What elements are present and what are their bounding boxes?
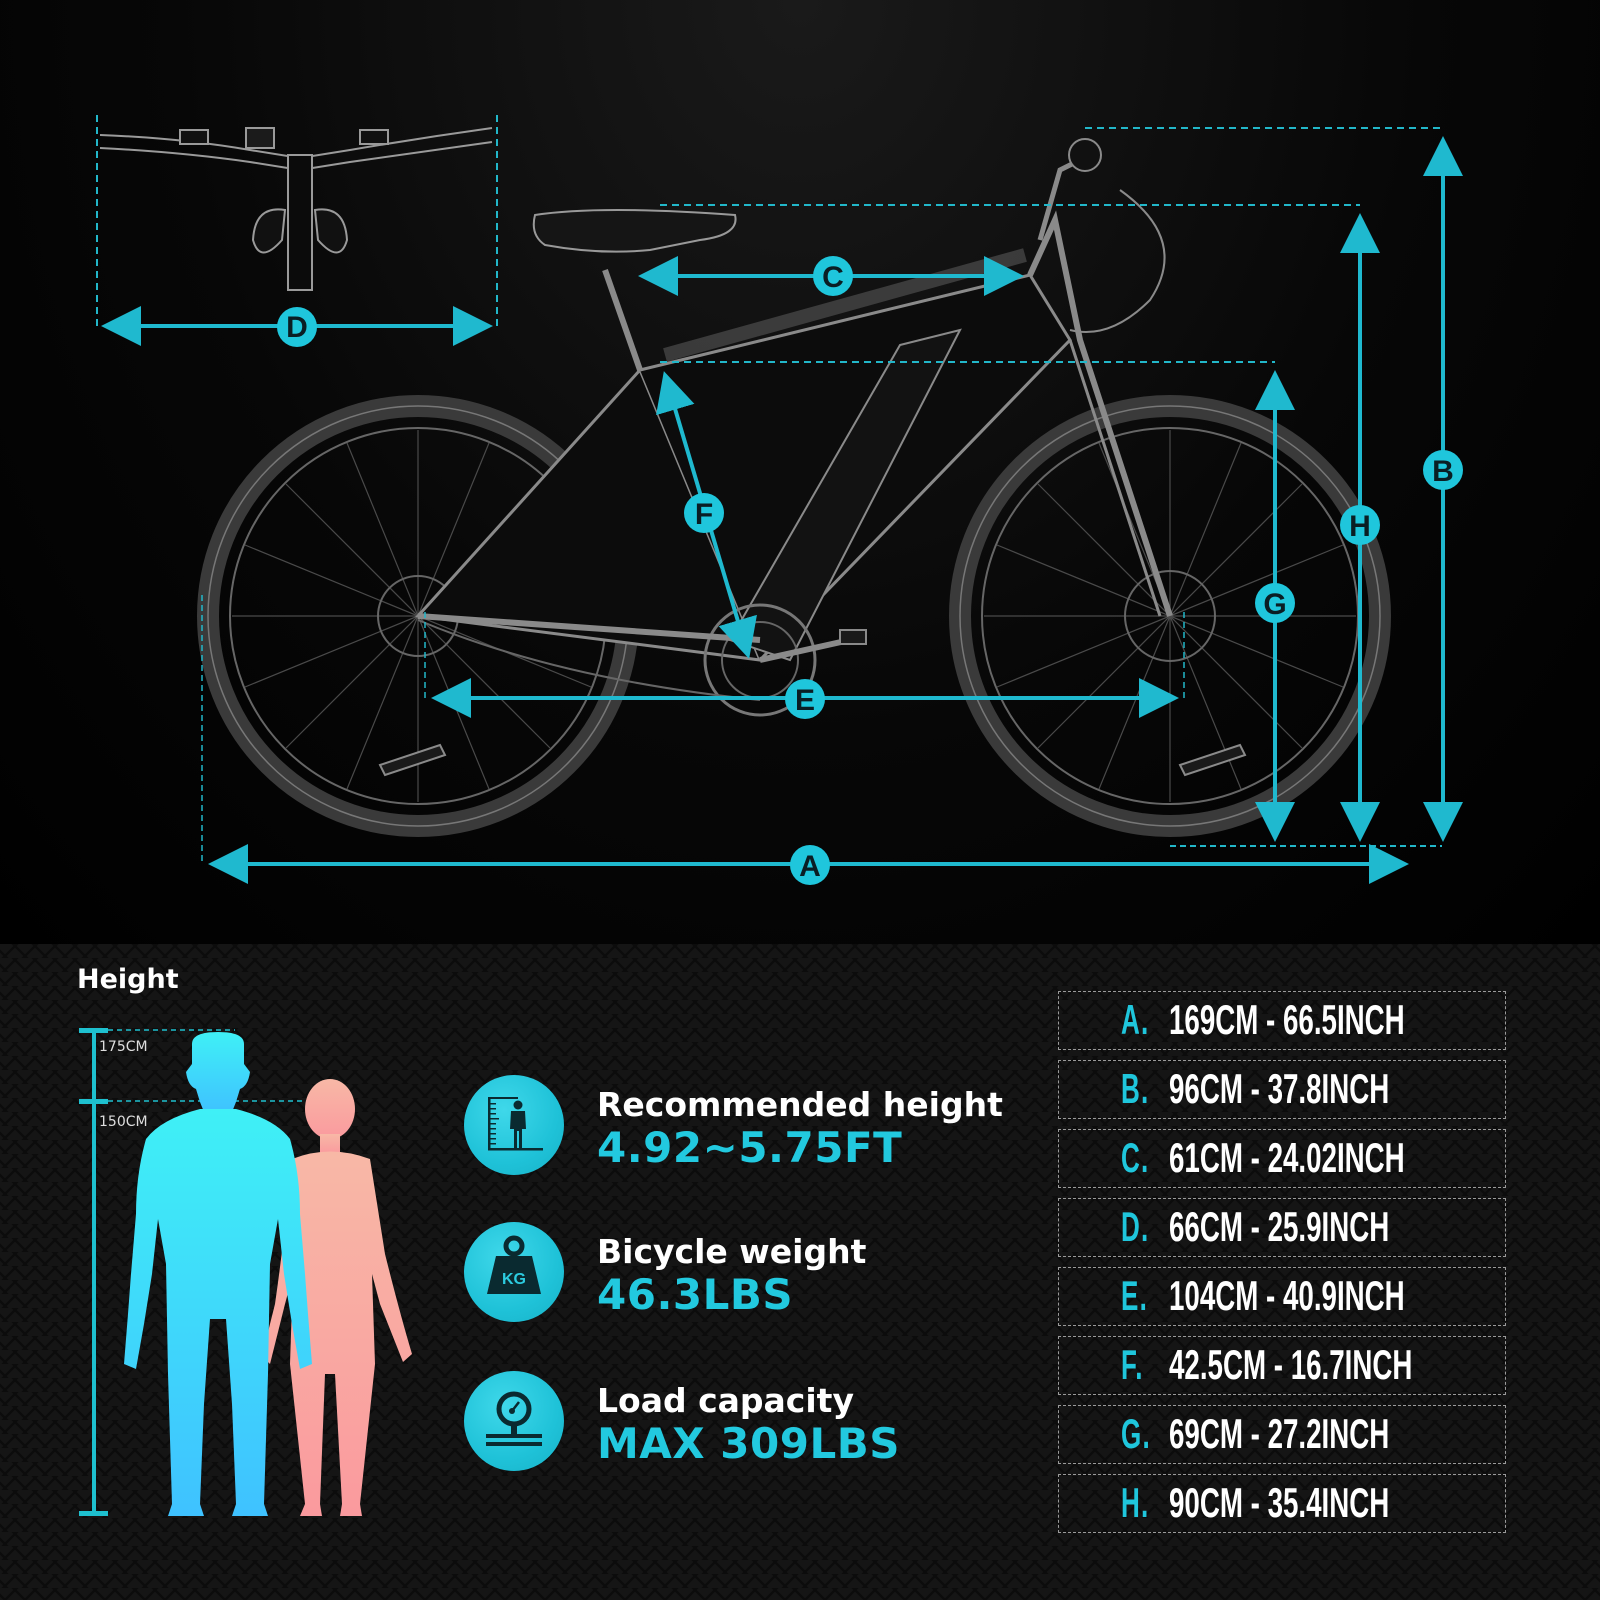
- height-scale-bar: [79, 1028, 335, 1516]
- dimension-letter: G.: [1121, 1410, 1151, 1457]
- spec-value: 4.92~5.75FT: [597, 1123, 903, 1172]
- spec-label: Load capacity: [597, 1381, 854, 1420]
- dimension-letter: B.: [1121, 1065, 1150, 1112]
- dimension-list: A. 169CM - 66.5INCH B. 96CM - 37.8INCH C…: [1058, 991, 1506, 1543]
- dimension-row-d: D. 66CM - 25.9INCH: [1058, 1198, 1506, 1257]
- marker-d: D: [286, 311, 308, 344]
- scale-label-175cm: 175CM: [99, 1039, 148, 1055]
- dimension-row-h: H. 90CM - 35.4INCH: [1058, 1474, 1506, 1533]
- dimension-measure: 169CM - 66.5INCH: [1169, 996, 1405, 1043]
- dimension-letter: C.: [1121, 1134, 1150, 1181]
- dimension-row-b: B. 96CM - 37.8INCH: [1058, 1060, 1506, 1119]
- spec-load-capacity: Load capacity MAX 309LBS: [464, 1371, 984, 1471]
- dimension-letter: H.: [1121, 1479, 1150, 1526]
- dimension-row-a: A. 169CM - 66.5INCH: [1058, 991, 1506, 1050]
- marker-b: B: [1423, 450, 1463, 490]
- dimension-measure: 104CM - 40.9INCH: [1169, 1272, 1405, 1319]
- svg-text:E: E: [795, 684, 815, 717]
- dimension-letter: A.: [1121, 996, 1150, 1043]
- svg-text:G: G: [1263, 588, 1286, 621]
- dimension-letter: F.: [1121, 1341, 1144, 1388]
- bike-side-view: [197, 138, 1391, 837]
- spec-value: MAX 309LBS: [597, 1419, 900, 1468]
- dimension-d: D: [96, 115, 498, 347]
- marker-c: C: [813, 256, 853, 296]
- height-chart-title: Height: [77, 964, 179, 995]
- handlebar-front-view: [99, 127, 493, 291]
- marker-a: A: [790, 845, 830, 885]
- dimension-row-e: E. 104CM - 40.9INCH: [1058, 1267, 1506, 1326]
- dimension-measure: 90CM - 35.4INCH: [1169, 1479, 1390, 1526]
- dimension-measure: 61CM - 24.02INCH: [1169, 1134, 1405, 1181]
- spec-value: 46.3LBS: [597, 1270, 794, 1319]
- height-chart-graphic: [79, 1028, 412, 1516]
- bike-dimension-diagram: D: [0, 0, 1600, 944]
- dimension-letter: D.: [1121, 1203, 1150, 1250]
- marker-f: F: [684, 493, 724, 533]
- marker-e: E: [785, 679, 825, 719]
- spec-label: Recommended height: [597, 1085, 1003, 1124]
- dimension-markers: A B C E F G H: [684, 256, 1463, 885]
- dimension-measure: 66CM - 25.9INCH: [1169, 1203, 1390, 1250]
- marker-g: G: [1255, 583, 1295, 623]
- svg-text:C: C: [822, 261, 844, 294]
- svg-text:H: H: [1349, 510, 1371, 543]
- height-ruler-person-icon: [464, 1075, 564, 1175]
- dimension-row-c: C. 61CM - 24.02INCH: [1058, 1129, 1506, 1188]
- dimension-row-g: G. 69CM - 27.2INCH: [1058, 1405, 1506, 1464]
- specs-panel: Height 175CM 150CM Recommended height 4: [0, 944, 1600, 1600]
- bike-illustration: D: [96, 115, 1463, 885]
- dimension-letter: E.: [1121, 1272, 1149, 1319]
- svg-text:B: B: [1432, 455, 1454, 488]
- svg-text:F: F: [695, 498, 713, 531]
- pressure-gauge-scale-icon: [464, 1371, 564, 1471]
- marker-h: H: [1340, 505, 1380, 545]
- kg-weight-icon: KG: [464, 1222, 564, 1322]
- svg-text:KG: KG: [502, 1271, 526, 1288]
- spec-recommended-height: Recommended height 4.92~5.75FT: [464, 1075, 1003, 1175]
- spec-label: Bicycle weight: [597, 1232, 867, 1271]
- dimension-measure: 96CM - 37.8INCH: [1169, 1065, 1390, 1112]
- spec-bicycle-weight: KG Bicycle weight 46.3LBS: [464, 1222, 984, 1322]
- svg-text:A: A: [799, 850, 821, 883]
- scale-label-150cm: 150CM: [99, 1114, 148, 1130]
- dimension-row-f: F. 42.5CM - 16.7INCH: [1058, 1336, 1506, 1395]
- dimension-measure: 42.5CM - 16.7INCH: [1169, 1341, 1413, 1388]
- dimension-measure: 69CM - 27.2INCH: [1169, 1410, 1390, 1457]
- male-silhouette: [124, 1032, 312, 1516]
